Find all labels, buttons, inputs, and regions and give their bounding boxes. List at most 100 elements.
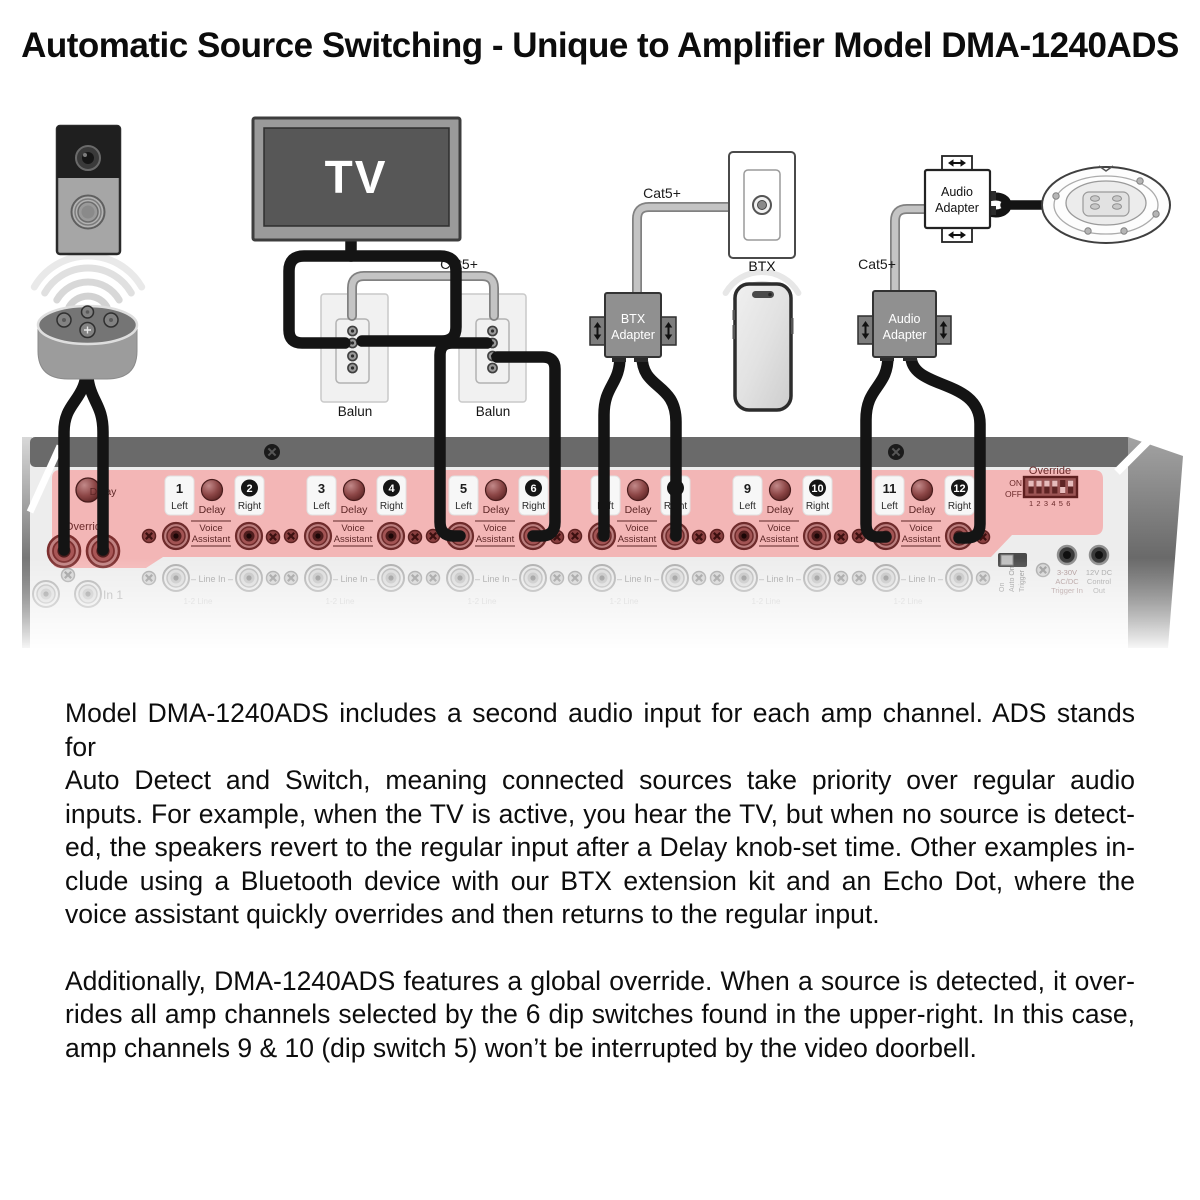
line-in-jack[interactable] [304,564,332,592]
delay-knob[interactable] [342,478,366,502]
ghost-line-label: 1-2 Line [752,597,781,606]
line-in-jack[interactable] [32,580,60,608]
left-label: Left [455,501,472,512]
voice-assistant-jack-right[interactable] [234,521,264,551]
line-in-jack[interactable] [74,580,102,608]
ghost-line-label: 1-2 Line [610,597,639,606]
doorbell-button[interactable] [70,194,106,230]
channel-number: 2 [246,483,252,495]
amp-channel-pair-1-2: 1 Left Delay 2 Right Voice Assistant – L… [141,475,281,606]
body-line: voice assistant quickly overrides and th… [65,899,880,929]
line-in-jack[interactable] [377,564,405,592]
line-in-jack[interactable] [162,564,190,592]
screw-icon [851,570,867,586]
channel-odd-box [732,475,763,516]
cable-audio-to-ch11 [860,350,894,543]
power-mode-switch-knob[interactable] [1000,554,1014,566]
dip-title: Override [1029,465,1071,477]
voice-assistant-label: Voice [341,523,364,534]
plus-icon [84,326,91,334]
line-in-jack[interactable] [235,564,263,592]
cable-btx-to-ch8 [636,350,682,542]
echo-dot-buttons[interactable] [56,305,119,339]
screw-icon [567,528,583,544]
channel-number-badge [809,479,826,497]
ghost-line-label: 1-2 Line [894,597,923,606]
page-title: Automatic Source Switching - Unique to A… [21,26,1179,65]
ceiling-speaker [1041,165,1171,244]
speaker-cables [58,192,1051,556]
balun-label-right: Balun [476,404,511,419]
amp-corner-notch-left [26,444,64,514]
btx-wallplate-label: BTX [748,258,776,274]
line-in-jack[interactable] [945,564,973,592]
dip-1-handle [1028,480,1034,487]
line-in-jack[interactable] [803,564,831,592]
dip-on-label: ON [1009,478,1022,488]
channel-number: 11 [883,481,897,496]
screw-icon [567,570,583,586]
voice-assistant-jack-left[interactable] [161,521,191,551]
control-out-label: Control [1087,577,1112,586]
trigger-in-jack[interactable] [1056,544,1078,566]
body-line: amp channels 9 & 10 (dip switch 5) won’t… [65,1032,977,1063]
left-label: Left [171,501,188,512]
in1-label: In 1 [103,588,123,602]
body-line: Model DMA-1240ADS includes a second audi… [65,698,1135,762]
voice-assistant-label: Assistant [902,534,941,545]
voice-assistant-rule [475,520,515,547]
dip-off-label: OFF [1005,489,1022,499]
left-label: Left [881,501,898,512]
amp-channel-pair-3-4: 3 Left Delay 4 Right Voice Assistant – L… [283,475,423,606]
speaker-notch [1098,165,1114,172]
channel-number-badge [525,479,542,497]
dip-numbers: 1 2 3 4 5 6 [1029,499,1071,508]
cat5-label-audio: Cat5+ [858,256,896,272]
description-text: Model DMA-1240ADS includes a second audi… [65,697,1135,1065]
voice-assistant-rule [191,520,231,547]
line-in-label: – Line In – [333,574,375,584]
delay-knob[interactable] [768,478,792,502]
screw-icon [709,528,725,544]
delay-knob[interactable] [484,478,508,502]
voice-assistant-jack-left[interactable] [303,521,333,551]
dip-switches[interactable] [1028,480,1074,494]
amp-channel-pair-5-6: 5 Left Delay 6 Right Voice Assistant – L… [425,475,565,606]
power-mode-label-trigger: Trigger [1019,569,1026,592]
voice-assistant-rule [333,520,373,547]
line-in-jack[interactable] [446,564,474,592]
trigger-in-label: Trigger In [1051,586,1083,595]
screw-icon [141,570,157,586]
channel-number: 9 [744,481,751,496]
cable-btx-to-ch7 [598,350,626,542]
dip-4-handle [1052,480,1058,487]
screw-icon [263,443,281,461]
voice-assistant-jack-left[interactable] [729,521,759,551]
line-in-jack[interactable] [872,564,900,592]
voice-assistant-label: Voice [767,523,790,534]
delay-knob[interactable] [200,478,224,502]
line-in-label: – Line In – [475,574,517,584]
channel-number: 4 [388,483,395,495]
channel-number-badge [383,479,400,497]
right-label: Right [806,501,830,512]
delay-label: Delay [341,504,369,516]
line-in-jack[interactable] [519,564,547,592]
voice-assistant-jack-right[interactable] [376,521,406,551]
control-out-jack[interactable] [1088,544,1110,566]
voice-assistant-jack-right[interactable] [802,521,832,551]
line-in-label: – Line In – [901,574,943,584]
line-in-jack[interactable] [661,564,689,592]
screw-icon [141,528,157,544]
voice-assistant-label: Voice [625,523,648,534]
line-in-jack[interactable] [730,564,758,592]
delay-knob[interactable] [626,478,650,502]
ghost-line-label: 1-2 Line [184,597,213,606]
voice-assistant-label: Assistant [476,534,515,545]
btx-adapter-label: BTX [621,312,646,326]
power-mode-label-auto-on: Auto On [1009,566,1016,592]
delay-knob[interactable] [910,478,934,502]
balun-wallplate-right [458,293,527,403]
line-in-jack[interactable] [588,564,616,592]
